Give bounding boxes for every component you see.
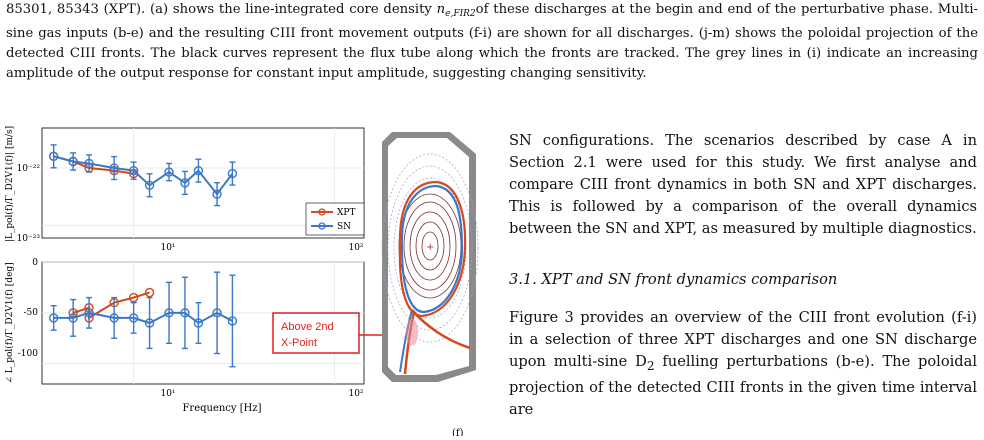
bottom-point-sn: [212, 308, 222, 318]
bottom-line-xpt: [72, 291, 150, 320]
bottom-ytick-1: 0: [32, 258, 38, 268]
bottom-point-sn: [164, 308, 174, 318]
paragraph-1: SN configurations. The scenarios describ…: [509, 132, 977, 237]
paragraph-2-sub: 2: [646, 358, 655, 373]
top-point-sn: [180, 178, 190, 188]
tokamak-cross-section: +: [381, 132, 479, 382]
top-point-sn: [84, 158, 94, 169]
bottom-series: [48, 271, 238, 368]
figure-2: 10⁻²² 10⁻²³ 10¹ 10² |L_pol(f)/Γ_D2V1(f)|…: [0, 120, 480, 439]
bottom-point-xpt: [128, 292, 139, 303]
top-plot: 10⁻²² 10⁻²³ 10¹ 10² |L_pol(f)/Γ_D2V1(f)|…: [4, 126, 365, 253]
top-ytick-2: 10⁻²³: [17, 234, 41, 244]
figure-caption: 85301, 85343 (XPT). (a) shows the line-i…: [6, 0, 978, 84]
top-point-sn: [68, 156, 78, 167]
paragraph-2-a: Figure 3 provides an overview of the CII…: [509, 309, 977, 370]
caption-text: 85301, 85343 (XPT). (a) shows the line-i…: [6, 2, 432, 17]
body-text: SN configurations. The scenarios describ…: [509, 130, 977, 421]
top-point-sn: [212, 189, 222, 199]
caption-text-rest: of these discharges at the begin and end…: [6, 2, 978, 81]
top-xtick-1: 10¹: [160, 243, 175, 253]
top-point-sn: [48, 151, 59, 162]
bottom-point-sn: [144, 318, 155, 328]
top-point-sn: [193, 165, 204, 176]
top-point-sn: [227, 168, 238, 179]
density-symbol: n: [436, 2, 446, 17]
bottom-xtick-1: 10¹: [160, 389, 175, 399]
bottom-point-xpt: [144, 287, 155, 298]
top-ylabel: |L_pol(f)/Γ_D2V1(f)| [m/s]: [4, 126, 15, 242]
callout: Above 2nd X-Point: [272, 312, 404, 354]
bottom-point-sn: [84, 308, 94, 318]
bottom-ytick-2: -50: [24, 308, 39, 318]
top-xtick-2: 10²: [348, 243, 363, 253]
magnetic-axis-marker: +: [426, 242, 434, 253]
bottom-point-sn: [193, 318, 204, 328]
density-symbol-subscript: e,FIR2: [445, 9, 476, 19]
bottom-point-sn: [227, 316, 238, 326]
figure-svg: 10⁻²² 10⁻²³ 10¹ 10² |L_pol(f)/Γ_D2V1(f)|…: [4, 126, 479, 439]
legend: XPT SN: [305, 202, 365, 236]
top-point-sn: [144, 180, 155, 190]
section-heading: 3.1. XPT and SN front dynamics compariso…: [509, 271, 838, 288]
paragraph-2: Figure 3 provides an overview of the CII…: [509, 307, 977, 421]
callout-line-2: X-Point: [281, 337, 317, 349]
bottom-xtick-2: 10²: [348, 389, 363, 399]
top-point-sn: [164, 167, 174, 177]
bottom-point-sn: [68, 313, 78, 323]
top-point-sn: [128, 165, 139, 176]
panel-label-cut: (f): [452, 428, 464, 436]
paragraph-2-b: fuelling perturbations (b-e). The poloid…: [509, 353, 977, 418]
top-point-sn: [109, 163, 119, 173]
bottom-point-sn: [109, 313, 119, 323]
bottom-point-sn: [128, 313, 139, 323]
legend-xpt: XPT: [337, 208, 355, 218]
bottom-xlabel: Frequency [Hz]: [182, 403, 261, 414]
bottom-ytick-3: -100: [18, 349, 38, 359]
legend-sn: SN: [337, 222, 351, 232]
bottom-point-sn: [48, 313, 59, 323]
top-series: [48, 144, 238, 207]
bottom-ylabel: ∠ L_pol(f)/Γ_D2V1(f) [deg]: [4, 262, 15, 383]
top-ytick-1: 10⁻²²: [17, 164, 41, 174]
callout-line-1: Above 2nd: [281, 321, 334, 333]
bottom-point-sn: [180, 308, 190, 318]
